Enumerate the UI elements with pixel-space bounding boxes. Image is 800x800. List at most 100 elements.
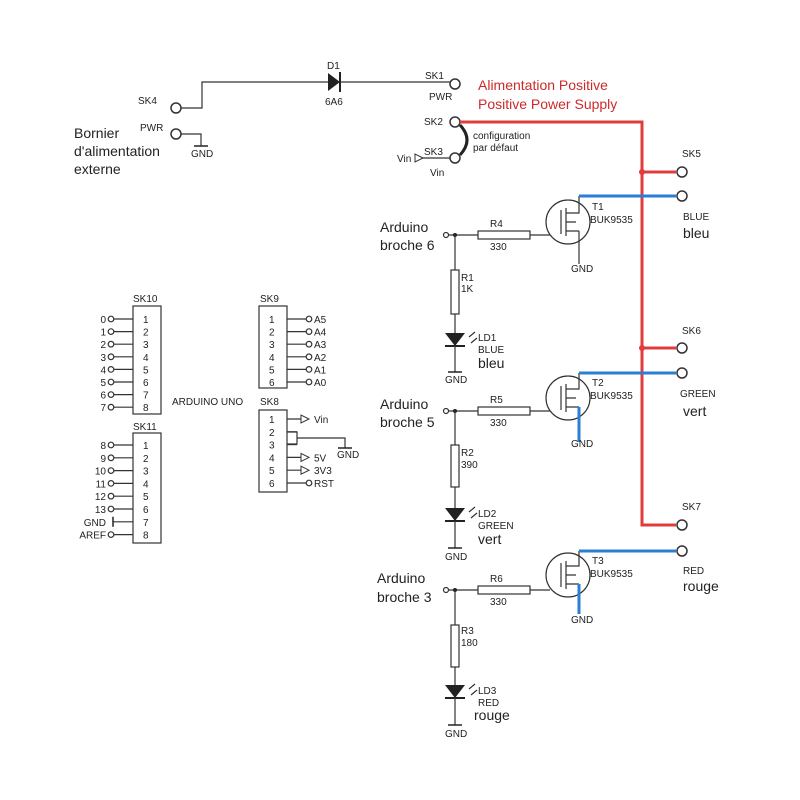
ld3-color-en: RED	[478, 698, 499, 709]
t1-part: BUK9535	[590, 215, 633, 226]
ld2-gnd: GND	[445, 552, 467, 563]
sk10-pin-terminal	[107, 328, 115, 336]
sk7-color-fr: rouge	[683, 578, 719, 594]
bornier-line-3: externe	[74, 161, 121, 177]
t3-label: T3	[592, 556, 604, 567]
sk4-label: SK4	[138, 96, 157, 107]
sk11-pin-label: 11	[96, 479, 107, 490]
sk8-pin-arrow	[300, 465, 311, 476]
sk9-pin-number: 2	[269, 328, 275, 339]
sk11-header	[132, 432, 162, 544]
ch1-arduino-line-2: broche 6	[380, 237, 435, 253]
sk10-pin-terminal	[107, 315, 115, 323]
sk10-pin-number: 6	[143, 378, 149, 389]
sk9-pin-number: 5	[269, 365, 275, 376]
sk11-pin-terminal	[107, 505, 115, 513]
t1-gnd: GND	[571, 264, 593, 275]
sk8-pin-number: 1	[269, 415, 275, 426]
vin-right-label: Vin	[430, 168, 444, 179]
sk8-pin-number: 4	[269, 453, 275, 464]
ch3-input-pin	[442, 586, 450, 594]
sk8-header	[258, 409, 288, 493]
r4-value: 330	[490, 242, 507, 253]
sk10-pin-label: 3	[100, 353, 106, 364]
sk4-pwr-label: PWR	[140, 123, 163, 134]
sk5-color-fr: bleu	[683, 225, 709, 241]
sk8-label: SK8	[260, 397, 279, 408]
ch2-input-pin	[442, 407, 450, 415]
sk11-pin-terminal	[107, 480, 115, 487]
rail-junction-2	[639, 345, 645, 351]
resistor-r4	[477, 230, 531, 240]
sk8-pin-label: RST	[314, 479, 334, 490]
r2-label: R2	[461, 448, 474, 459]
sk6-pin-1	[676, 342, 688, 354]
r5-label: R5	[490, 395, 503, 406]
sk10-pin-number: 2	[143, 328, 149, 339]
sk8-pin-number: 2	[269, 428, 275, 439]
power-input-section: D1 6A6 SK4 PWR GND Bornier d'alimentatio…	[74, 61, 676, 527]
t1-label: T1	[592, 202, 604, 213]
sk2-label: SK2	[424, 117, 443, 128]
ld1-label: LD1	[478, 333, 497, 344]
sk10-pin-terminal	[107, 366, 115, 373]
sk10-pin-terminal	[107, 391, 115, 399]
sk10-pin-terminal	[107, 340, 115, 348]
sk1-pin	[449, 78, 461, 90]
sk11-pin-terminal	[107, 467, 115, 475]
sk11-pin-number: 1	[143, 441, 149, 452]
sk7-label: SK7	[682, 502, 701, 513]
sk9-pin-label: A1	[314, 365, 327, 376]
sk9-pin-terminal	[305, 315, 313, 323]
sk11-pin-number: 8	[143, 531, 149, 542]
positive-rail	[460, 120, 676, 527]
sk6-label: SK6	[682, 326, 701, 337]
sk8-pin-terminal	[305, 479, 313, 487]
sk10-pin-terminal	[107, 403, 115, 411]
sk11-pin-label: GND	[84, 518, 106, 529]
sk4-pin-1	[170, 102, 182, 114]
config-line-1: configuration	[473, 131, 530, 142]
t2-label: T2	[592, 378, 604, 389]
ch3-arduino-line-2: broche 3	[377, 589, 432, 605]
sk8-pin-label: 5V	[314, 453, 327, 464]
sk11-pin-number: 7	[143, 518, 149, 529]
sk10-pin-label: 7	[100, 403, 106, 414]
sk5-label: SK5	[682, 149, 701, 160]
r2-value: 390	[461, 460, 478, 471]
sk9-pin-label: A0	[314, 378, 327, 389]
sk9-pin-number: 4	[269, 353, 275, 364]
sk9-pin-label: A3	[314, 340, 327, 351]
sk6-pin-2	[676, 367, 688, 379]
resistor-r6	[477, 585, 531, 595]
led-ld2	[445, 508, 465, 521]
sk9-pin-terminal	[305, 366, 313, 373]
sk10-pin-label: 2	[100, 340, 106, 351]
r3-value: 180	[461, 638, 478, 649]
sk10-pin-number: 3	[143, 340, 149, 351]
sk3-label: SK3	[424, 147, 443, 158]
t2-gnd: GND	[571, 439, 593, 450]
resistor-r5	[477, 406, 531, 416]
sk4-gnd-label: GND	[191, 149, 213, 160]
sk8-gnd-label: GND	[337, 450, 359, 461]
sk10-pin-number: 7	[143, 391, 149, 402]
ld2-color-en: GREEN	[478, 521, 514, 532]
r1-value: 1K	[461, 284, 474, 295]
sk8-pin-arrow	[300, 414, 311, 424]
resistor-r1	[450, 269, 460, 315]
bornier-line-1: Bornier	[74, 125, 119, 141]
ch1-arduino-line-1: Arduino	[380, 219, 428, 235]
sk9-pin-label: A4	[314, 328, 327, 339]
sk10-pin-label: 4	[100, 365, 106, 376]
r1-label: R1	[461, 273, 474, 284]
channel-red: Arduino broche 3 R6 330 T3 BUK9535 GND S…	[377, 502, 719, 740]
sk11-pin-number: 6	[143, 505, 149, 516]
sk8-pin-arrow	[300, 452, 311, 463]
r4-label: R4	[490, 219, 503, 230]
sk11-pin-terminal	[107, 492, 115, 500]
r3-label: R3	[461, 626, 474, 637]
sk11-pin-label: 12	[95, 492, 107, 503]
sk8-pin-label: Vin	[314, 415, 328, 426]
